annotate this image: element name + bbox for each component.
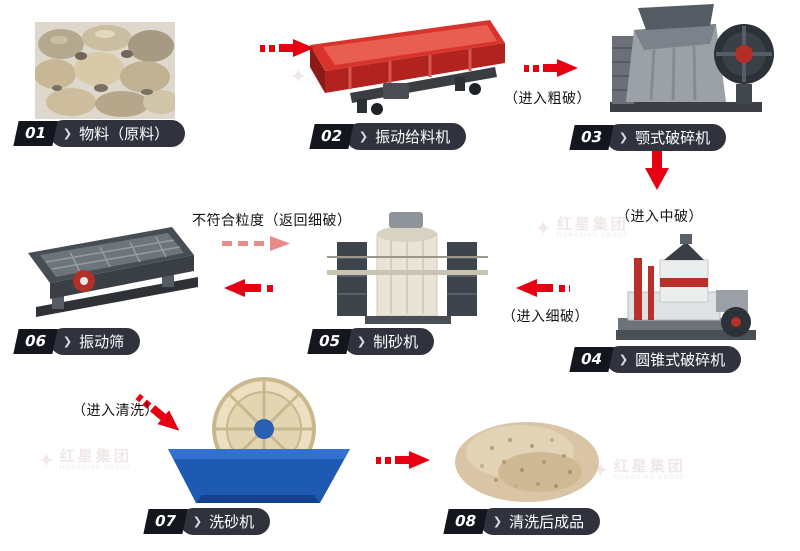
tag-vibrating-screen: 06 ❯ 振动筛 [13, 328, 141, 355]
arrow-material-to-feeder [260, 36, 316, 60]
annotation-to-fine: （进入细破） [502, 309, 589, 325]
chevron-right-icon: ❯ [62, 127, 73, 140]
arrow-return-to-sandmaker [222, 234, 294, 252]
annotation-to-medium: （进入中破） [616, 209, 703, 225]
step-label-text: 清洗后成品 [509, 513, 585, 531]
chevron-right-icon: ❯ [356, 335, 367, 348]
annotation-to-wash: （进入清洗） [72, 403, 159, 419]
chevron-right-icon: ❯ [358, 130, 369, 143]
step-label: ❯ 圆锥式破碎机 [605, 346, 742, 373]
chevron-right-icon: ❯ [618, 131, 629, 144]
vibrating-feeder-illustration [305, 15, 510, 120]
step-number-badge: 05 [307, 329, 352, 354]
washed-sand-illustration [452, 412, 602, 504]
step-label: ❯ 颚式破碎机 [605, 124, 727, 151]
step-label-text: 振动给料机 [375, 128, 451, 146]
chevron-right-icon: ❯ [618, 353, 629, 366]
step-label-text: 物料（原料） [79, 125, 170, 143]
step-number-badge: 06 [13, 329, 58, 354]
tag-jaw-crusher: 03 ❯ 颚式破碎机 [569, 124, 727, 151]
step-label: ❯ 振动给料机 [345, 123, 467, 150]
jaw-crusher-illustration [598, 2, 778, 120]
step-label: ❯ 制砂机 [343, 328, 435, 355]
tag-sand-washer: 07 ❯ 洗砂机 [143, 508, 271, 535]
step-label-text: 制砂机 [373, 333, 419, 351]
sand-washer-illustration [162, 375, 357, 507]
arrow-sandmaker-to-screen [222, 276, 278, 300]
sand-making-machine-illustration [325, 208, 490, 326]
step-number-badge: 01 [13, 121, 58, 146]
step-number-badge: 08 [443, 509, 488, 534]
arrow-jaw-to-cone [644, 148, 670, 194]
step-label: ❯ 振动筛 [49, 328, 141, 355]
annotation-return-fine: 不符合粒度（返回细破） [192, 213, 352, 229]
arrow-feeder-to-jaw [524, 56, 580, 80]
tag-washed-product: 08 ❯ 清洗后成品 [443, 508, 601, 535]
arrow-cone-to-sandmaker [514, 276, 570, 300]
annotation-to-coarse: （进入粗破） [504, 91, 591, 107]
arrow-washer-to-product [376, 448, 432, 472]
chevron-right-icon: ❯ [192, 515, 203, 528]
chevron-right-icon: ❯ [492, 515, 503, 528]
watermark-star-icon: ✦ [38, 447, 55, 472]
tag-raw-material: 01 ❯ 物料（原料） [13, 120, 186, 147]
tag-vibrating-feeder: 02 ❯ 振动给料机 [309, 123, 467, 150]
step-label: ❯ 清洗后成品 [479, 508, 601, 535]
watermark-star-icon: ✦ [535, 215, 552, 240]
step-label: ❯ 物料（原料） [49, 120, 186, 147]
step-label-text: 振动筛 [79, 333, 125, 351]
raw-material-rocks-illustration [35, 22, 175, 119]
tag-sand-maker: 05 ❯ 制砂机 [307, 328, 435, 355]
cone-crusher-illustration [608, 232, 763, 344]
chevron-right-icon: ❯ [62, 335, 73, 348]
step-number-badge: 02 [309, 124, 354, 149]
arrow-screen-to-washer [130, 387, 188, 441]
step-label-text: 洗砂机 [209, 513, 255, 531]
tag-cone-crusher: 04 ❯ 圆锥式破碎机 [569, 346, 742, 373]
vibrating-screen-illustration [22, 215, 207, 327]
step-number-badge: 03 [569, 125, 614, 150]
step-number-badge: 04 [569, 347, 614, 372]
step-number-badge: 07 [143, 509, 188, 534]
step-label-text: 颚式破碎机 [635, 129, 711, 147]
step-label: ❯ 洗砂机 [179, 508, 271, 535]
step-label-text: 圆锥式破碎机 [635, 351, 726, 369]
